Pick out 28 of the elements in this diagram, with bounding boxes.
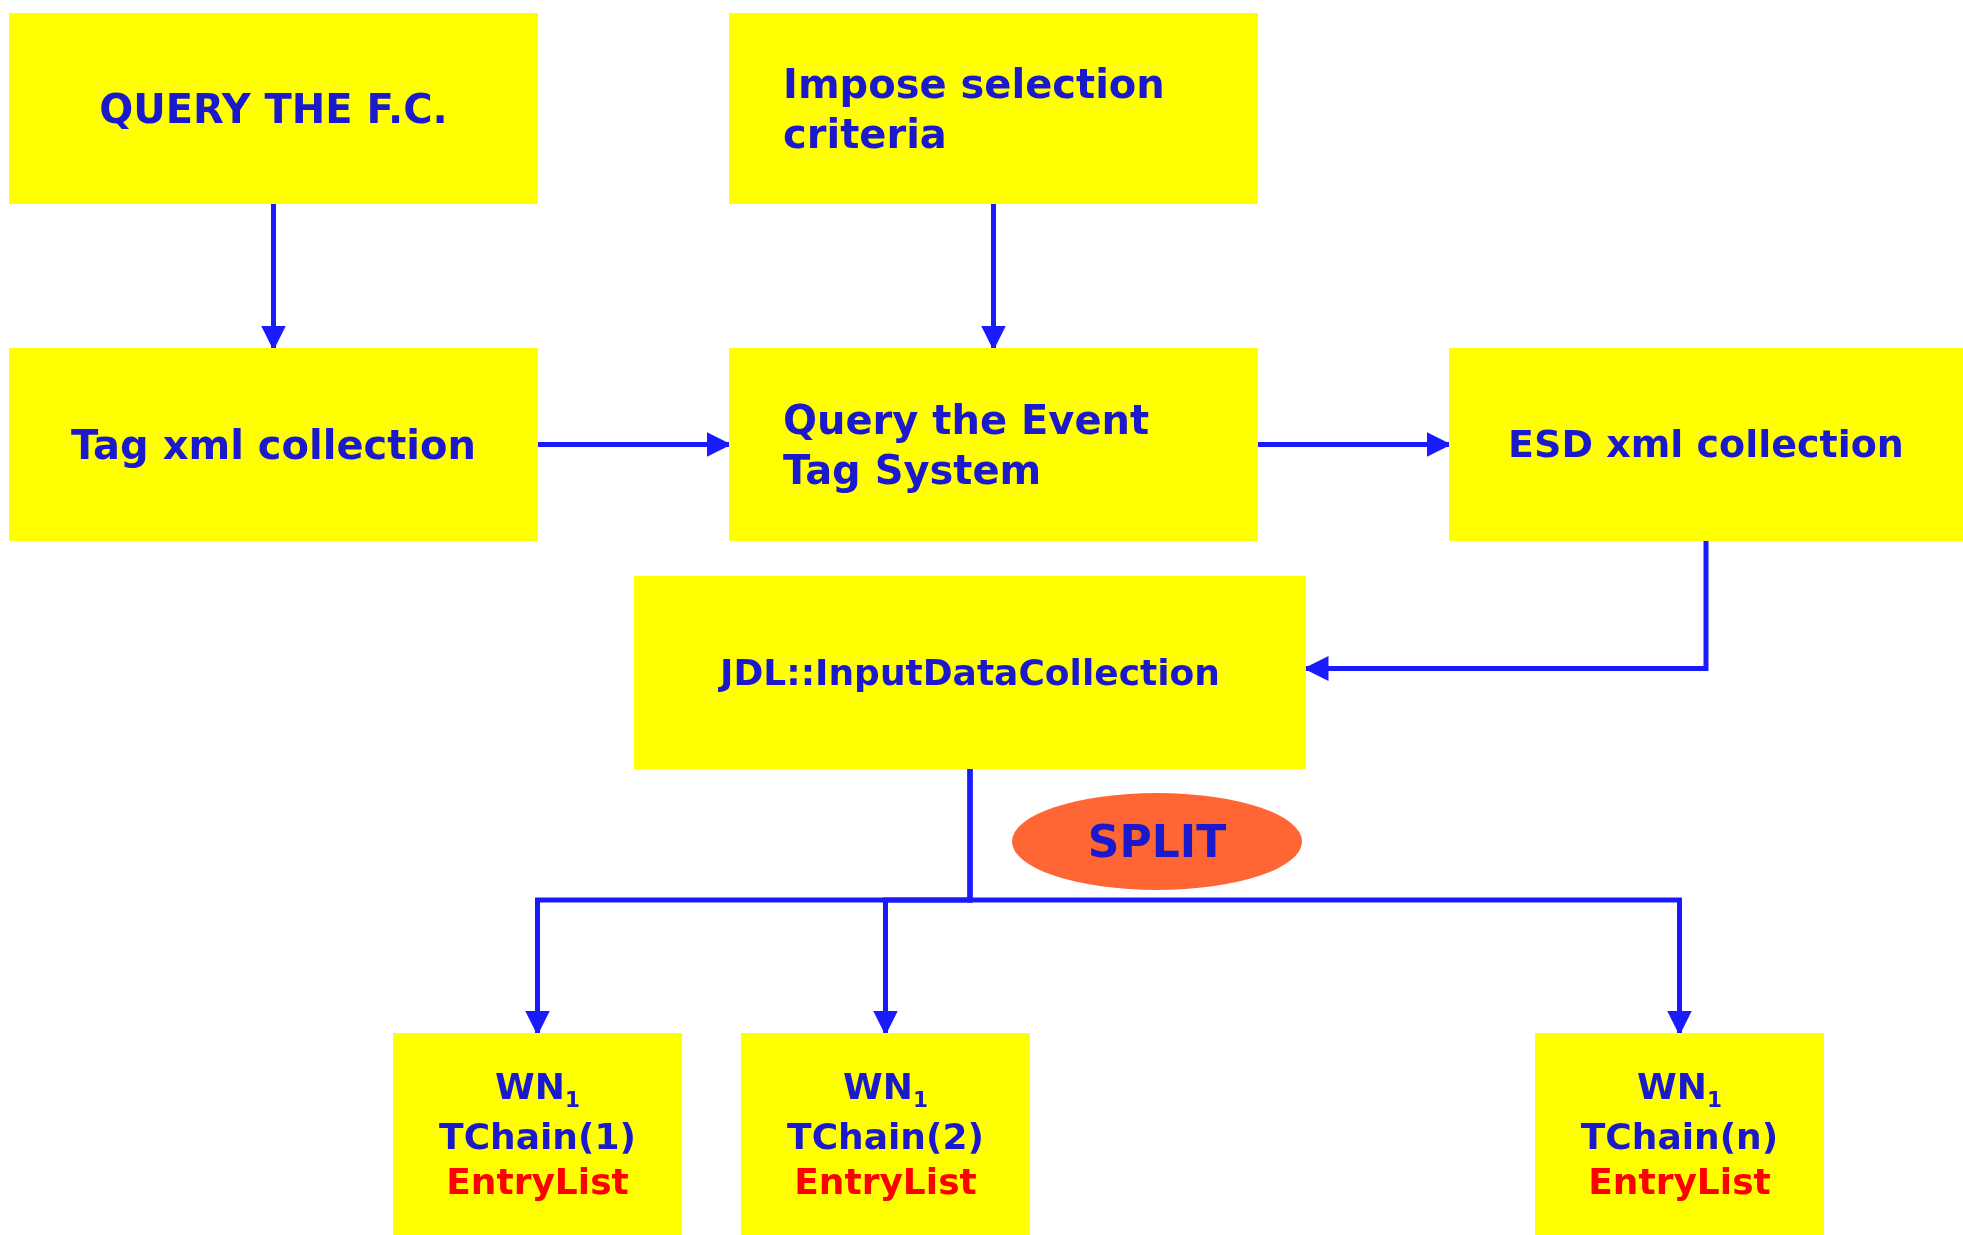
process-box xyxy=(1535,1033,1824,1235)
process-box xyxy=(1449,348,1963,541)
process-box xyxy=(393,1033,682,1235)
entry-list-label: EntryList xyxy=(446,1160,629,1205)
process-box xyxy=(729,13,1258,204)
box-label: JDL::InputDataCollection xyxy=(720,651,1220,695)
box-label: SPLIT xyxy=(1087,815,1227,869)
box-label: TChain(2) xyxy=(787,1115,984,1160)
process-box xyxy=(741,1033,1030,1235)
box-label: WN$_{1}$ xyxy=(843,1064,928,1115)
process-box xyxy=(634,576,1306,769)
process-box xyxy=(9,13,538,204)
arrow xyxy=(967,769,1692,1036)
entry-list-label: EntryList xyxy=(794,1160,977,1205)
arrow xyxy=(981,204,1006,351)
box-label: ESD xml collection xyxy=(1508,420,1904,468)
box-label: WN$_{1}$ xyxy=(1637,1064,1722,1115)
box-label: TChain(1) xyxy=(439,1115,636,1160)
box-label: WN$_{1}$ xyxy=(495,1064,580,1115)
process-box xyxy=(729,348,1258,541)
process-box xyxy=(9,348,538,541)
arrow xyxy=(261,204,286,351)
box-label: TChain(n) xyxy=(1580,1115,1779,1160)
entry-list-label: EntryList xyxy=(1588,1160,1771,1205)
box-label: Tag xml collection xyxy=(70,420,476,470)
box-label: Query the Event Tag System xyxy=(783,395,1151,495)
box-label: QUERY THE F.C. xyxy=(99,84,448,134)
box-label: Impose selection criteria xyxy=(783,59,1166,159)
